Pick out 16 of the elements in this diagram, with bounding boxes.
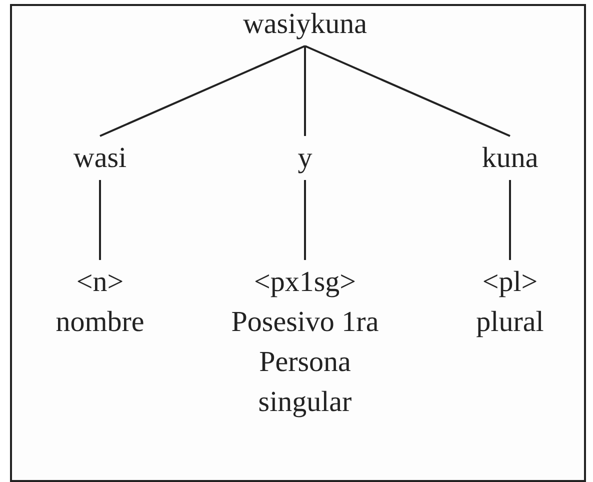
gloss-text: nombre [56,305,144,340]
gloss-text: Posesivo 1ra Persona singular [230,305,380,420]
morpheme-label: y [298,141,312,176]
gloss-text: plural [476,305,544,340]
tree-branch-line [304,45,510,137]
tree-branch-line [99,180,101,260]
tree-branch-line [100,45,306,137]
morpheme-label: <pl> [482,265,538,300]
morpheme-label: <n> [76,265,124,300]
morpheme-label: wasi [73,141,127,176]
morpheme-label: kuna [482,141,538,176]
tree-branch-line [304,46,306,136]
morpheme-label: <px1sg> [254,265,356,300]
tree-branch-line [304,180,306,260]
tree-branch-line [509,180,511,260]
morpheme-label: wasiykuna [242,7,368,42]
